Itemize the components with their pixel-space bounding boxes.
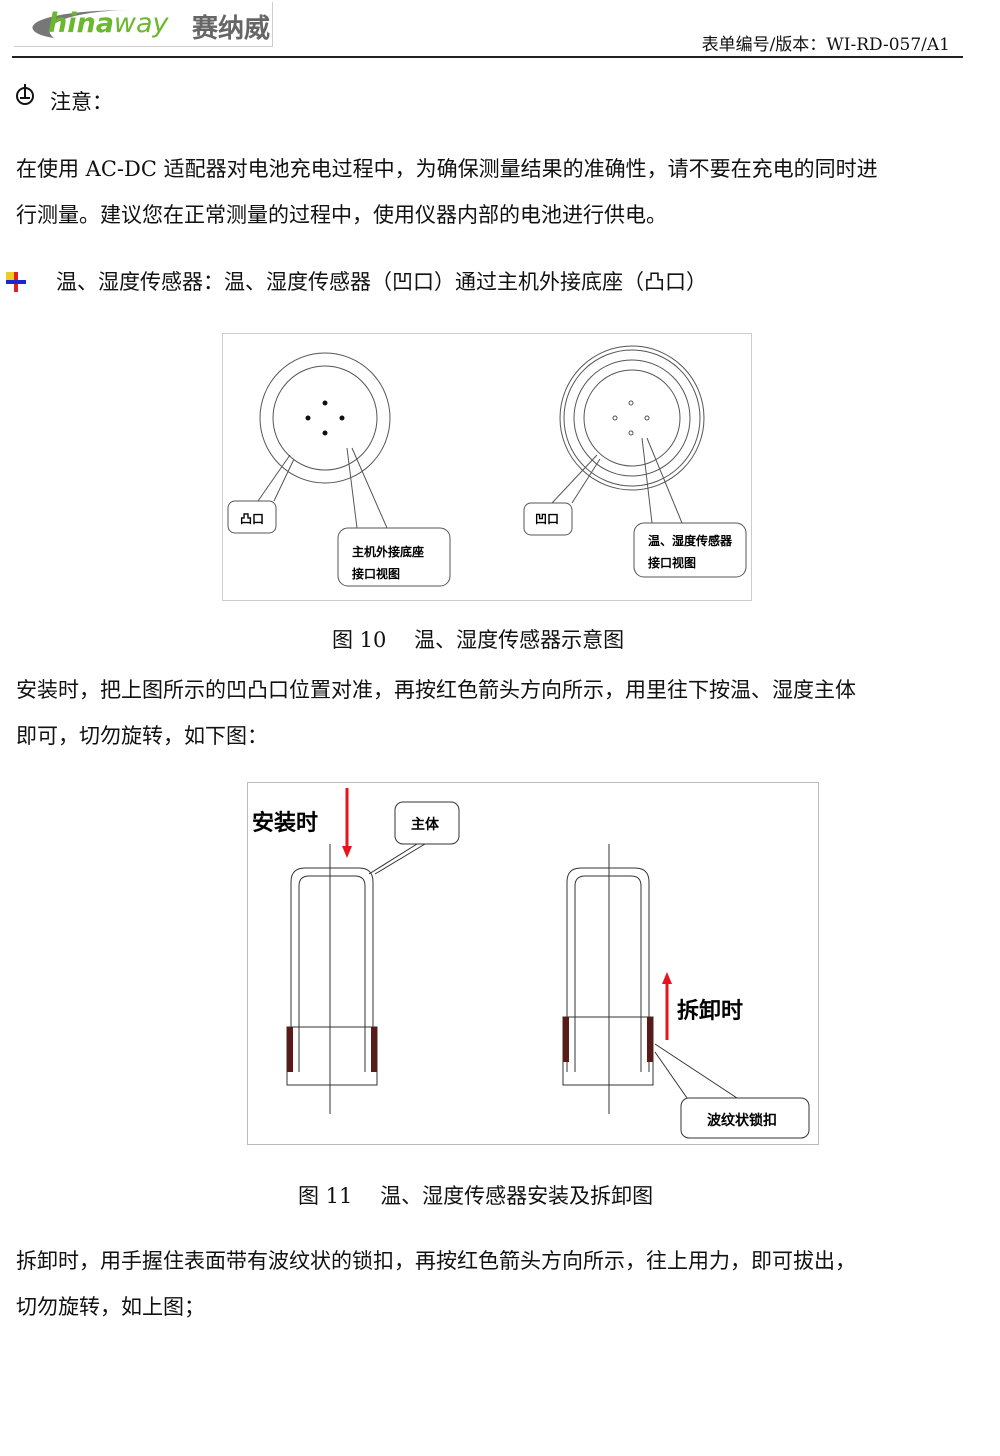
- note-label: 注意：: [50, 90, 113, 114]
- figure-10-diagram: 凸口 主机外接底座 接口视图 凹口 温、湿度传感器 接口视图: [222, 333, 752, 601]
- lock-label: 波纹状锁扣: [707, 1112, 777, 1129]
- header-divider: [12, 56, 963, 58]
- label-concave: 凹口: [535, 512, 559, 526]
- paragraph-line: 拆卸时，用手握住表面带有波纹状的锁扣，再按红色箭头方向所示，往上用力，即可拔出，: [16, 1249, 856, 1273]
- figure-11-caption: 图 11 温、湿度传感器安装及拆卸图: [298, 1184, 654, 1208]
- label-sensor-2: 接口视图: [648, 555, 696, 570]
- label-base-2: 接口视图: [352, 566, 400, 581]
- form-number: 表单编号/版本：WI-RD-057/A1: [701, 35, 950, 55]
- paragraph-line: 即可，切勿旋转，如下图：: [16, 724, 268, 748]
- label-convex: 凸口: [240, 512, 264, 526]
- figure-11-diagram: 安装时 主体 拆卸时 波纹状锁扣: [247, 782, 819, 1145]
- logo-swoosh-icon: [32, 10, 134, 38]
- remove-arrow-icon: [662, 972, 672, 1040]
- install-label: 安装时: [252, 810, 318, 836]
- body-label: 主体: [411, 816, 440, 833]
- paragraph-line: 行测量。建议您在正常测量的过程中，使用仪器内部的电池进行供电。: [16, 203, 667, 227]
- label-base-1: 主机外接底座: [352, 544, 424, 559]
- label-sensor-1: 温、湿度传感器: [648, 533, 733, 548]
- note-icon: [16, 84, 34, 105]
- bullet-text: 温、湿度传感器：温、湿度传感器（凹口）通过主机外接底座（凸口）: [56, 270, 707, 294]
- paragraph-line: 安装时，把上图所示的凹凸口位置对准，再按红色箭头方向所示，用里往下按温、湿度主体: [16, 678, 856, 702]
- remove-label: 拆卸时: [677, 998, 743, 1024]
- bullet-icon: [6, 272, 26, 292]
- install-arrow-icon: [342, 788, 352, 858]
- paragraph-line: 在使用 AC-DC 适配器对电池充电过程中，为确保测量结果的准确性，请不要在充电…: [16, 157, 878, 181]
- company-logo: hinaway 赛纳威: [14, 2, 273, 47]
- figure-10-caption: 图 10 温、湿度传感器示意图: [332, 628, 625, 652]
- paragraph-line: 切勿旋转，如上图；: [16, 1295, 205, 1319]
